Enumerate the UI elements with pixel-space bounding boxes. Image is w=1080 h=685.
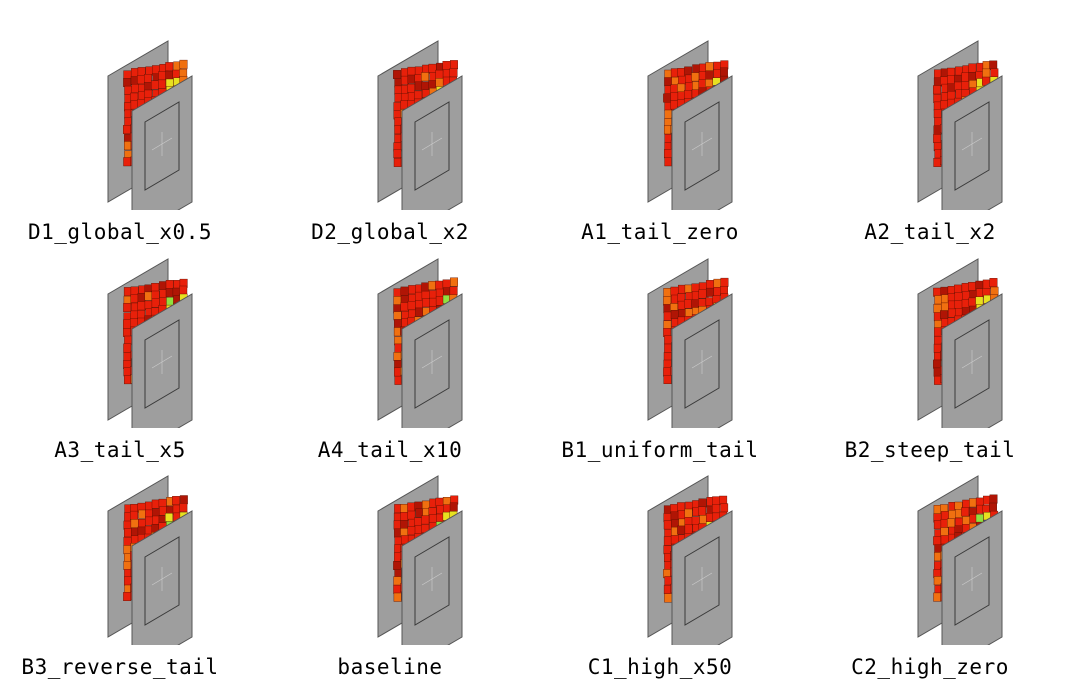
simulation-render (647, 258, 733, 428)
panel: B3_reverse_tail (0, 475, 240, 685)
simulation-render (917, 475, 1003, 645)
panel-label: A1_tail_zero (581, 220, 739, 244)
simulation-render (377, 258, 463, 428)
simulation-render (107, 258, 193, 428)
simulation-render (107, 475, 193, 645)
panel: A1_tail_zero (540, 40, 780, 250)
panel: A2_tail_x2 (810, 40, 1050, 250)
panel: A4_tail_x10 (270, 258, 510, 468)
panel: C2_high_zero (810, 475, 1050, 685)
simulation-render (647, 40, 733, 210)
panel: C1_high_x50 (540, 475, 780, 685)
panel-label: C1_high_x50 (587, 655, 733, 679)
panel: A3_tail_x5 (0, 258, 240, 468)
panel: D1_global_x0.5 (0, 40, 240, 250)
panel-label: D1_global_x0.5 (27, 220, 212, 244)
simulation-render (917, 40, 1003, 210)
panel-label: A3_tail_x5 (54, 438, 186, 462)
panel-label: A2_tail_x2 (864, 220, 996, 244)
simulation-render (377, 475, 463, 645)
figure-grid: D1_global_x0.5 D2_global_x2 A1_tail_zero A2… (0, 40, 1050, 679)
panel-label: B1_uniform_tail (561, 438, 759, 462)
simulation-render (377, 40, 463, 210)
panel: baseline (270, 475, 510, 685)
panel-label: B3_reverse_tail (21, 655, 219, 679)
panel-label: baseline (337, 655, 443, 679)
simulation-render (647, 475, 733, 645)
panel: B1_uniform_tail (540, 258, 780, 468)
panel: D2_global_x2 (270, 40, 510, 250)
panel: B2_steep_tail (810, 258, 1050, 468)
panel-label: B2_steep_tail (844, 438, 1016, 462)
simulation-render (917, 258, 1003, 428)
panel-label: A4_tail_x10 (317, 438, 463, 462)
panel-label: D2_global_x2 (311, 220, 469, 244)
panel-label: C2_high_zero (851, 655, 1009, 679)
simulation-render (107, 40, 193, 210)
